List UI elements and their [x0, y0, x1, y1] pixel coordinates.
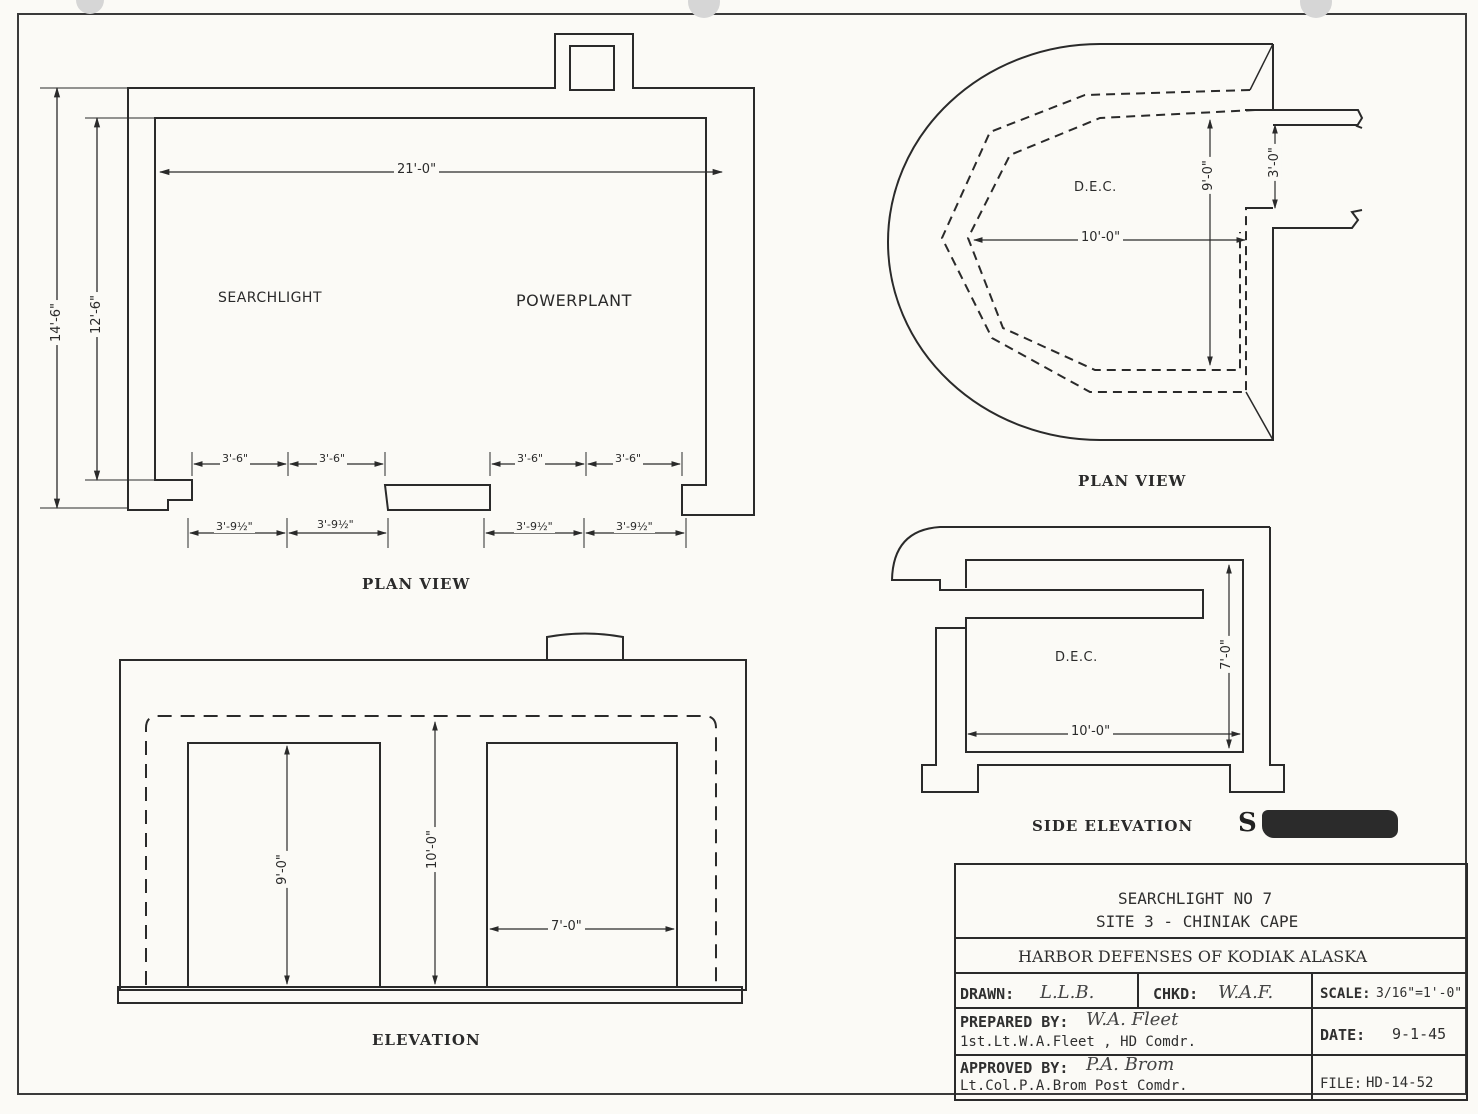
dim-outer-height-label: 14'-6" [49, 299, 65, 346]
plan-view-right-title: PLAN VIEW [1078, 472, 1187, 490]
plan-view-right-drawing [887, 43, 1364, 441]
approved-label: APPROVED BY: [960, 1059, 1069, 1077]
dim-inner-height-label: 12'-6" [89, 291, 105, 338]
dim-outer-2: 3'-9½" [315, 518, 356, 531]
punch-hole [1300, 0, 1332, 18]
approved-signature: P.A. Brom [1086, 1054, 1175, 1075]
dim-inner-4: 3'-6" [613, 452, 644, 465]
dim-inner-1: 3'-6" [220, 452, 251, 465]
room-label-searchlight: SEARCHLIGHT [218, 290, 322, 306]
dim-outer-1: 3'-9½" [214, 520, 255, 533]
elevation-drawing [117, 632, 747, 1004]
security-stamp: S [1238, 808, 1257, 838]
dim-door-height-label: 9'-0" [274, 851, 290, 888]
dim-inner-3: 3'-6" [515, 452, 546, 465]
prepared-signature: W.A. Fleet [1086, 1009, 1179, 1030]
file-value: HD-14-52 [1366, 1075, 1434, 1091]
dim-entry-label-plan: 3'-0" [1266, 144, 1282, 181]
room-label-dec-side: D.E.C. [1055, 650, 1098, 665]
room-label-powerplant: POWERPLANT [516, 291, 632, 310]
dim-door-width-label: 7'-0" [548, 919, 585, 934]
dim-inner-2: 3'-6" [317, 452, 348, 465]
title-block-agency: HARBOR DEFENSES OF KODIAK ALASKA [1018, 947, 1368, 966]
redaction-blot [1262, 810, 1398, 838]
plan-view-left-drawing [40, 33, 755, 548]
dim-width-label: 21'-0" [394, 162, 440, 177]
prepared-label: PREPARED BY: [960, 1013, 1069, 1031]
sheet-border [17, 13, 1467, 1095]
title-block-project-line2: SITE 3 - CHINIAK CAPE [1096, 912, 1299, 931]
file-label: FILE: [1320, 1076, 1363, 1092]
title-block-project-line1: SEARCHLIGHT NO 7 [1118, 889, 1273, 908]
punch-hole [76, 0, 104, 14]
dim-height-label-side: 7'-0" [1218, 636, 1234, 673]
dim-length-label-plan: 10'-0" [1078, 230, 1124, 245]
checked-label: CHKD: [1153, 985, 1199, 1003]
dim-outer-4: 3'-9½" [614, 520, 655, 533]
date-label: DATE: [1320, 1026, 1366, 1044]
drawn-label: DRAWN: [960, 985, 1015, 1003]
room-label-dec-plan: D.E.C. [1074, 180, 1117, 195]
dim-length-label-side: 10'-0" [1068, 724, 1114, 739]
scale-value: 3/16"=1'-0" [1376, 986, 1463, 1001]
approved-name: Lt.Col.P.A.Brom Post Comdr. [960, 1078, 1188, 1094]
checked-value: W.A.F. [1218, 982, 1274, 1003]
dim-width-label-plan: 9'-0" [1200, 157, 1216, 194]
date-value: 9-1-45 [1392, 1025, 1447, 1043]
dim-outer-3: 3'-9½" [514, 520, 555, 533]
prepared-name: 1st.Lt.W.A.Fleet , HD Comdr. [960, 1034, 1197, 1050]
title-block-frame [954, 863, 1468, 1101]
side-elevation-title: SIDE ELEVATION [1032, 817, 1194, 835]
drawn-value: L.L.B. [1040, 982, 1095, 1003]
plan-view-left-title: PLAN VIEW [362, 575, 471, 593]
elevation-title: ELEVATION [372, 1031, 481, 1049]
scale-label: SCALE: [1320, 986, 1371, 1002]
dim-total-height-label: 10'-0" [425, 826, 441, 873]
punch-hole [688, 0, 720, 18]
